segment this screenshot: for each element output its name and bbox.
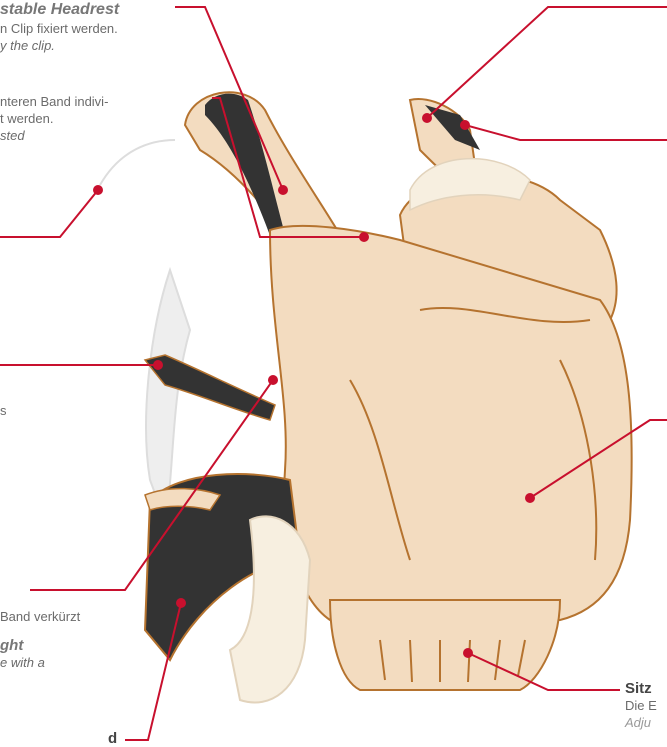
seat-en: Adju bbox=[625, 714, 657, 731]
dot-waist bbox=[268, 375, 278, 385]
waist-en: e with a bbox=[0, 654, 80, 671]
seat-base bbox=[330, 600, 560, 690]
headrest-label: stable Headrest n Clip fixiert werden. y… bbox=[0, 0, 119, 54]
leader-right-strap bbox=[465, 125, 667, 140]
headrest-en: y the clip. bbox=[0, 37, 119, 54]
seat-title: Sitz bbox=[625, 680, 657, 697]
waist-title: ght bbox=[0, 637, 80, 654]
waist-de: Band verkürzt bbox=[0, 608, 80, 625]
dot-band bbox=[359, 232, 369, 242]
headrest-de: n Clip fixiert werden. bbox=[0, 20, 119, 37]
bottom-left-label: d bbox=[108, 730, 117, 747]
dot-right-strap bbox=[460, 120, 470, 130]
mid-label: s bbox=[0, 402, 7, 419]
seat-label: Sitz Die E Adju bbox=[625, 680, 657, 731]
band-en: sted bbox=[0, 127, 108, 144]
headrest-title: stable Headrest bbox=[0, 0, 119, 20]
wearer-arm-line bbox=[100, 140, 175, 185]
leader-top-right bbox=[427, 7, 667, 118]
band-de-2: t werden. bbox=[0, 110, 108, 127]
band-de-1: nteren Band indivi- bbox=[0, 93, 108, 110]
leader-left-shoulder bbox=[0, 190, 98, 237]
mid-tail: s bbox=[0, 402, 7, 419]
dot-belt bbox=[176, 598, 186, 608]
dot-top-right bbox=[422, 113, 432, 123]
dot-body bbox=[525, 493, 535, 503]
waist-label: Band verkürzt ght e with a bbox=[0, 608, 80, 671]
dot-seat bbox=[463, 648, 473, 658]
dot-left-shoulder bbox=[93, 185, 103, 195]
band-label: nteren Band indivi- t werden. sted bbox=[0, 93, 108, 144]
dot-side-strap bbox=[153, 360, 163, 370]
dot-headrest bbox=[278, 185, 288, 195]
bottom-left-title: d bbox=[108, 730, 117, 747]
seat-de: Die E bbox=[625, 697, 657, 714]
